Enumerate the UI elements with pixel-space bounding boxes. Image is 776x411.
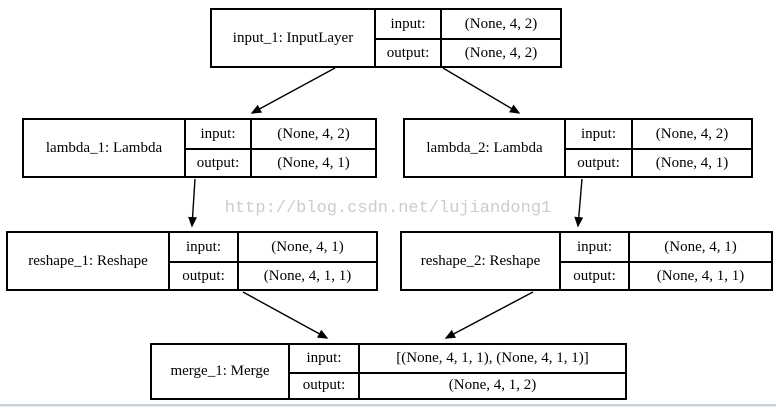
node-lambda-2: lambda_2: Lambda input: (None, 4, 2) out… bbox=[403, 118, 753, 178]
csdn-watermark: http://blog.csdn.net/lujiandong1 bbox=[224, 199, 552, 218]
layer-name: lambda_1: Lambda bbox=[24, 120, 186, 176]
io-label: output: bbox=[561, 263, 630, 289]
io-value: (None, 4, 2) bbox=[277, 125, 350, 142]
io-row-output: output: (None, 4, 2) bbox=[376, 38, 560, 66]
io-label: output: bbox=[376, 40, 442, 66]
io-row-output: output: (None, 4, 1) bbox=[186, 148, 375, 176]
io-label: output: bbox=[290, 373, 360, 398]
io-row-input: input: (None, 4, 2) bbox=[186, 120, 375, 148]
io-value: (None, 4, 2) bbox=[655, 125, 729, 142]
edge-input1-to-lambda2 bbox=[442, 67, 521, 114]
io-row-input: input: (None, 4, 1) bbox=[170, 233, 376, 261]
layer-name: merge_1: Merge bbox=[152, 345, 290, 398]
io-value: (None, 4, 2) bbox=[464, 44, 538, 61]
page-bottom-divider bbox=[0, 404, 776, 407]
io-value: (None, 4, 1, 1) bbox=[263, 267, 352, 284]
layer-name: lambda_2: Lambda bbox=[405, 120, 566, 176]
node-merge-1: merge_1: Merge input: [(None, 4, 1, 1), … bbox=[150, 343, 627, 400]
io-row-output: output: (None, 4, 1, 1) bbox=[170, 261, 376, 289]
io-value: (None, 4, 1) bbox=[655, 154, 729, 171]
node-lambda-1: lambda_1: Lambda input: (None, 4, 2) out… bbox=[22, 118, 377, 178]
layer-name: reshape_1: Reshape bbox=[8, 233, 170, 289]
io-value: (None, 4, 1) bbox=[664, 238, 737, 255]
io-label: input: bbox=[376, 10, 442, 38]
io-table: input: (None, 4, 1) output: (None, 4, 1,… bbox=[170, 233, 376, 289]
io-label: input: bbox=[290, 345, 360, 372]
io-label: input: bbox=[186, 120, 252, 148]
io-value: (None, 4, 1, 2) bbox=[448, 377, 537, 394]
io-row-output: output: (None, 4, 1, 1) bbox=[561, 261, 771, 289]
io-label: input: bbox=[170, 233, 239, 261]
io-table: input: (None, 4, 1) output: (None, 4, 1,… bbox=[561, 233, 771, 289]
edge-reshape2-to-merge1 bbox=[444, 291, 534, 339]
io-value: (None, 4, 1) bbox=[277, 154, 350, 171]
io-table: input: (None, 4, 2) output: (None, 4, 1) bbox=[566, 120, 751, 176]
node-input-1: input_1: InputLayer input: (None, 4, 2) … bbox=[210, 8, 562, 68]
io-row-input: input: (None, 4, 2) bbox=[376, 10, 560, 38]
io-value: (None, 4, 1) bbox=[271, 238, 344, 255]
node-reshape-1: reshape_1: Reshape input: (None, 4, 1) o… bbox=[6, 231, 378, 291]
io-value: (None, 4, 1, 1) bbox=[656, 267, 745, 284]
layer-name: input_1: InputLayer bbox=[212, 10, 376, 66]
io-label: output: bbox=[186, 150, 252, 176]
io-row-input: input: (None, 4, 2) bbox=[566, 120, 751, 148]
io-value: (None, 4, 2) bbox=[464, 15, 538, 32]
layer-name: reshape_2: Reshape bbox=[402, 233, 561, 289]
io-value: [(None, 4, 1, 1), (None, 4, 1, 1)] bbox=[396, 349, 589, 366]
io-row-input: input: [(None, 4, 1, 1), (None, 4, 1, 1)… bbox=[290, 345, 625, 372]
io-row-output: output: (None, 4, 1, 2) bbox=[290, 371, 625, 398]
io-label: input: bbox=[561, 233, 630, 261]
io-table: input: [(None, 4, 1, 1), (None, 4, 1, 1)… bbox=[290, 345, 625, 398]
io-row-output: output: (None, 4, 1) bbox=[566, 148, 751, 176]
edge-reshape1-to-merge1 bbox=[242, 291, 329, 339]
io-table: input: (None, 4, 2) output: (None, 4, 2) bbox=[376, 10, 560, 66]
io-row-input: input: (None, 4, 1) bbox=[561, 233, 771, 261]
io-label: output: bbox=[170, 263, 239, 289]
io-label: output: bbox=[566, 150, 633, 176]
edge-input1-to-lambda1 bbox=[250, 67, 336, 114]
io-table: input: (None, 4, 2) output: (None, 4, 1) bbox=[186, 120, 375, 176]
io-label: input: bbox=[566, 120, 633, 148]
node-reshape-2: reshape_2: Reshape input: (None, 4, 1) o… bbox=[400, 231, 773, 291]
